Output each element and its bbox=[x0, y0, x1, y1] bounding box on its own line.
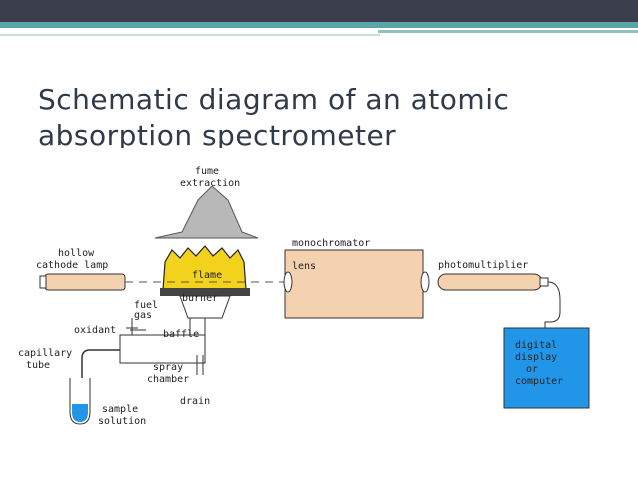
label-chamber: chamber bbox=[147, 374, 189, 385]
slide-title: Schematic diagram of an atomic absorptio… bbox=[38, 82, 598, 148]
label-sample: sample bbox=[102, 404, 138, 415]
label-extraction: extraction bbox=[180, 178, 240, 189]
hollow-cathode-lamp bbox=[44, 273, 126, 291]
label-digital: digital bbox=[515, 340, 557, 351]
label-drain: drain bbox=[180, 396, 210, 407]
capillary-tube bbox=[81, 349, 120, 400]
label-oxidant: oxidant bbox=[74, 325, 116, 336]
header-bar bbox=[0, 0, 638, 22]
label-hollow: hollow bbox=[58, 248, 95, 259]
lens-right bbox=[420, 271, 430, 293]
fume-hood bbox=[154, 185, 259, 239]
label-display: display bbox=[515, 352, 557, 363]
label-lens: lens bbox=[292, 261, 316, 272]
photomultiplier bbox=[437, 273, 543, 291]
digital-display bbox=[503, 327, 590, 409]
burner-neck bbox=[179, 295, 231, 319]
label-capillary: capillary bbox=[18, 348, 72, 359]
label-cathode-lamp: cathode lamp bbox=[36, 260, 108, 271]
signal-cable bbox=[544, 281, 561, 328]
label-spray: spray bbox=[153, 362, 183, 373]
slide-title-line2: absorption spectrometer bbox=[38, 119, 397, 148]
label-fuel: fuel bbox=[134, 300, 158, 311]
label-gas: gas bbox=[134, 310, 152, 321]
label-solution: solution bbox=[98, 416, 146, 427]
label-or: or bbox=[526, 364, 538, 375]
slide-title-line1: Schematic diagram of an atomic bbox=[38, 83, 510, 116]
label-tube: tube bbox=[26, 360, 50, 371]
flame bbox=[162, 245, 247, 291]
title-region: Schematic diagram of an atomic absorptio… bbox=[0, 0, 638, 148]
label-flame: flame bbox=[192, 270, 222, 281]
spray-chamber bbox=[119, 334, 206, 364]
label-computer: computer bbox=[515, 376, 563, 387]
lamp-cap bbox=[39, 275, 47, 289]
burner-head bbox=[160, 288, 250, 296]
label-monochromator: monochromator bbox=[292, 238, 370, 249]
header-accent-stripe bbox=[378, 30, 638, 33]
lens-left bbox=[283, 271, 293, 293]
label-baffle: baffle bbox=[163, 329, 199, 340]
header-thin-stripe bbox=[0, 34, 380, 36]
sample-liquid bbox=[72, 404, 88, 422]
label-fume: fume bbox=[195, 166, 219, 177]
header-stripe bbox=[0, 22, 638, 28]
photomultiplier-cap bbox=[539, 277, 549, 287]
label-burner: burner bbox=[182, 293, 218, 304]
label-photomultiplier: photomultiplier bbox=[438, 260, 528, 271]
